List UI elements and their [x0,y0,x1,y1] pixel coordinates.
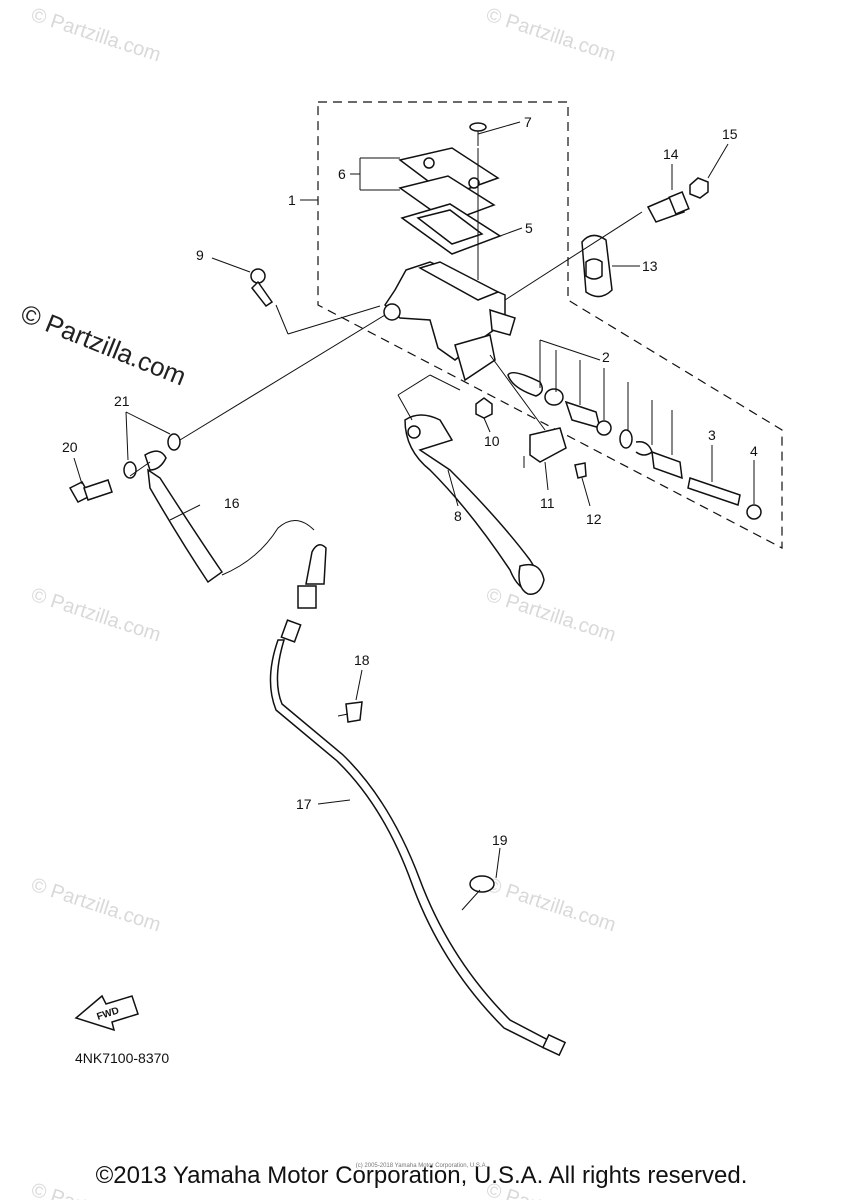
fwd-arrow-icon: FWD [74,994,139,1032]
callout-15: 15 [722,126,738,142]
clutch-hose [144,450,327,609]
pipe-clamp-lower [461,875,495,911]
callout-4: 4 [750,443,758,459]
callout-12: 12 [586,511,602,527]
copyright-notice: ©2013 Yamaha Motor Corporation, U.S.A. A… [95,1162,748,1189]
clutch-lever [404,414,545,595]
diaphragm [400,203,502,255]
callout-13: 13 [642,258,658,274]
callout-3: 3 [708,427,716,443]
cap-screw [469,122,487,146]
callout-5: 5 [525,220,533,236]
callout-20: 20 [62,439,78,455]
callout-11: 11 [540,495,555,511]
bracket-bolt [646,191,690,223]
piston-kit [507,371,683,480]
assembly-outline [317,101,783,549]
callout-2: 2 [602,349,610,365]
callout-10: 10 [484,433,500,449]
watermark: © Partzilla.com [28,584,163,647]
diagram-code: 4NK7100-8370 [75,1050,170,1066]
callout-14: 14 [663,146,679,162]
pivot-nut [475,397,493,419]
callout-7: 7 [524,114,532,130]
callout-8: 8 [454,508,462,524]
bracket-nut [689,177,709,199]
callout-19: 19 [492,832,508,848]
tiny-copyright: (c) 2005-2018 Yamaha Motor Corporation, … [355,1163,488,1169]
handlebar-bracket [581,234,613,298]
callout-17: 17 [296,796,312,812]
watermark: © Partzilla.com [28,4,163,67]
union-bolt [68,479,113,503]
watermark: © Partzilla.com [483,4,618,67]
callout-1: 1 [288,192,296,208]
banjo-bolt-upper [250,268,274,308]
callout-18: 18 [354,652,370,668]
push-rod [687,477,741,506]
callout-21: 21 [114,393,130,409]
master-cylinder-body [383,261,516,382]
leader-lines [73,121,755,879]
watermark: © Partzilla.com [28,874,163,937]
watermark: © Partzilla.com [483,584,618,647]
switch-screw [574,462,587,479]
push-rod-boot [746,504,762,520]
callout-9: 9 [196,247,204,263]
callout-6: 6 [338,166,346,182]
callout-labels: 1 2 3 4 5 6 7 8 9 10 11 12 13 14 15 16 1… [62,114,758,848]
pipe-clamp-upper [337,701,363,723]
clutch-pipe [269,619,567,1057]
clutch-switch [523,427,567,468]
callout-16: 16 [224,495,240,511]
copper-washer [167,433,181,451]
watermark: © Partzilla.com [483,874,618,937]
